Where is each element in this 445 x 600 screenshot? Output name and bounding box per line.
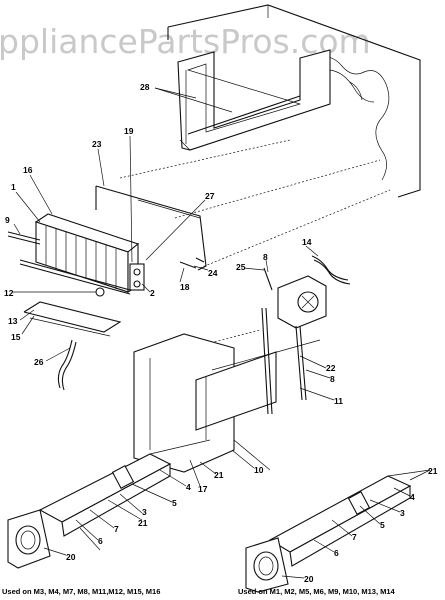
callout-24: 24: [208, 268, 218, 278]
callout-8-panel: 8: [330, 374, 335, 384]
callout-leaders: [12, 87, 431, 579]
callout-20-right: 20: [304, 574, 314, 584]
duct-assembly-left: [7, 439, 211, 569]
callout-4-left: 4: [186, 482, 191, 492]
callout-20-left: 20: [66, 552, 76, 562]
callout-28: 28: [140, 82, 150, 92]
callout-5-right: 5: [380, 520, 385, 530]
callout-2: 2: [150, 288, 155, 298]
callout-25: 25: [236, 262, 246, 272]
callout-26: 26: [34, 357, 44, 367]
fan-assembly: [263, 255, 351, 329]
callout-11: 11: [334, 396, 343, 406]
callout-10: 10: [254, 465, 264, 475]
callout-3-left: 3: [142, 507, 147, 517]
callout-12: 12: [4, 288, 14, 298]
callout-23: 23: [92, 139, 102, 149]
caption-right: Used on M1, M2, M5, M6, M9, M10, M13, M1…: [238, 587, 396, 596]
callout-21-upper: 21: [214, 470, 224, 480]
callout-6-left: 6: [98, 536, 103, 546]
callout-7-right: 7: [352, 532, 357, 542]
callout-8-fan: 8: [263, 252, 268, 262]
callout-21-right: 21: [428, 466, 438, 476]
assembly-leader-lines: [119, 139, 391, 361]
callout-5-left: 5: [172, 498, 177, 508]
callout-19: 19: [124, 126, 134, 136]
callout-18: 18: [180, 282, 190, 292]
callout-7-left: 7: [114, 524, 119, 534]
callout-1: 1: [11, 182, 16, 192]
callout-3-right: 3: [400, 508, 405, 518]
callout-21-left: 21: [138, 518, 148, 528]
callout-14: 14: [302, 237, 312, 247]
callout-17: 17: [198, 484, 208, 494]
liner-frame: [177, 49, 331, 151]
callout-27: 27: [205, 191, 215, 201]
callout-9: 9: [5, 215, 10, 225]
watermark-text: ppliancePartsPros.com: [0, 22, 371, 61]
callout-6-right: 6: [334, 548, 339, 558]
duct-assembly-right: [245, 469, 431, 593]
callout-4-right: 4: [410, 492, 415, 502]
callout-15: 15: [11, 332, 21, 342]
caption-left: Used on M3, M4, M7, M8, M11,M12, M15, M1…: [2, 587, 160, 596]
callout-22: 22: [326, 363, 336, 373]
cabinet-back-wall: [167, 4, 421, 198]
rear-panel: [133, 307, 321, 473]
callout-13: 13: [8, 316, 18, 326]
callout-16: 16: [23, 165, 33, 175]
callout-labels: 28 23 19 16 27 1 9 14 25 8 24 18 12 2 13…: [4, 82, 438, 584]
